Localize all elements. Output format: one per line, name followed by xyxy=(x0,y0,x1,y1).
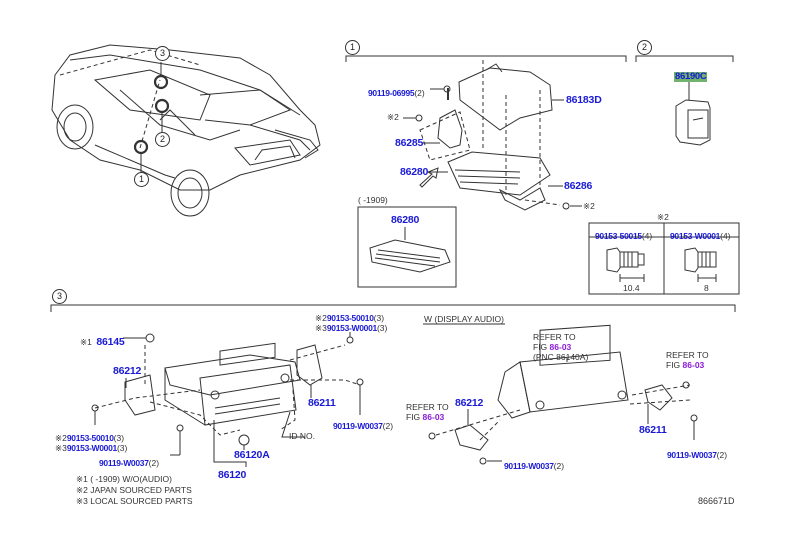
bolt-w0001-drawing xyxy=(684,247,717,282)
part-number[interactable]: 90153-W0001 xyxy=(326,323,377,333)
refer-line: REFER TO xyxy=(533,332,576,342)
note-mark: ※2 xyxy=(315,313,327,323)
callout-90119-w0037-right-bottom[interactable]: 90119-W0037(2) xyxy=(504,457,564,473)
quantity: (3) xyxy=(113,433,125,443)
quantity: (2) xyxy=(716,450,728,460)
notes-legend: ※1 ( -1909) W/O(AUDIO) ※2 JAPAN SOURCED … xyxy=(76,474,193,507)
part-number[interactable]: 90153-50010 xyxy=(66,433,114,443)
callout-86145[interactable]: ※1 86145 xyxy=(80,333,125,349)
inset-date-range: ( -1909) xyxy=(358,195,388,205)
refer-line: REFER TO xyxy=(666,350,709,360)
callout-90119-w0037-right-right[interactable]: 90119-W0037(2) xyxy=(667,446,727,462)
vehicle-callout-3[interactable]: 3 xyxy=(155,46,170,61)
part-number[interactable]: 86145 xyxy=(96,336,125,348)
switch-86190c-drawing xyxy=(675,99,711,146)
vehicle-callout-2[interactable]: 2 xyxy=(155,132,170,147)
legend-note-2: ※2 JAPAN SOURCED PARTS xyxy=(76,485,192,495)
bolt-table-header-1[interactable]: 90153-50015(4) xyxy=(595,227,652,243)
part-86190C[interactable]: 86190C xyxy=(674,71,708,82)
callout-90153-50010-left[interactable]: ※290153-50010(3) xyxy=(55,429,124,445)
refer-to-left[interactable]: REFER TO FIG 86-03 xyxy=(406,402,449,422)
quantity: (4) xyxy=(641,231,653,241)
part-86183D[interactable]: 86183D xyxy=(566,94,602,106)
diagram-id: 866671D xyxy=(698,496,735,506)
part-number[interactable]: 90119-W0037 xyxy=(667,450,717,460)
refer-line: REFER TO xyxy=(406,402,449,412)
bracket-86212-right-drawing xyxy=(454,424,489,451)
quantity: (2) xyxy=(382,421,394,431)
note-mark-2-right: ※2 xyxy=(583,201,595,211)
part-86120A[interactable]: 86120A xyxy=(234,449,270,461)
part-number[interactable]: 90119-W0037 xyxy=(504,461,554,471)
part-86285[interactable]: 86285 xyxy=(395,137,424,149)
section-marker-2: 2 xyxy=(637,40,652,55)
part-86211-right[interactable]: 86211 xyxy=(639,424,667,436)
bolt-dimension-2: 8 xyxy=(704,283,709,293)
callout-90153-w0001-top[interactable]: ※390153-W0001(3) xyxy=(315,319,387,335)
fig-prefix: FIG xyxy=(666,360,683,370)
callout-90119-w0037-left-bottom[interactable]: 90119-W0037(2) xyxy=(99,454,159,470)
part-number[interactable]: 90119-W0037 xyxy=(333,421,383,431)
vehicle-callout-1[interactable]: 1 xyxy=(134,172,149,187)
part-86211-left[interactable]: 86211 xyxy=(308,397,336,409)
bolt-50015-drawing xyxy=(606,247,645,282)
part-number[interactable]: 90153-50010 xyxy=(326,313,374,323)
legend-note-3: ※3 LOCAL SOURCED PARTS xyxy=(76,496,193,506)
fig-link[interactable]: 86-03 xyxy=(549,342,572,352)
note-mark: ※1 xyxy=(80,337,92,347)
refer-to-right[interactable]: REFER TO FIG 86-03 xyxy=(666,350,709,370)
callout-90153-50010-top[interactable]: ※290153-50010(3) xyxy=(315,309,384,325)
legend-note-1: ※1 ( -1909) W/O(AUDIO) xyxy=(76,474,172,484)
bracket-86211-right-drawing xyxy=(644,384,673,411)
part-86212-left[interactable]: 86212 xyxy=(113,365,142,377)
quantity: (3) xyxy=(116,443,128,453)
quantity: (3) xyxy=(376,323,388,333)
variant-label-display-audio: W (DISPLAY AUDIO) xyxy=(424,314,504,324)
amplifier-86280-drawing xyxy=(447,151,551,211)
refer-to-center[interactable]: REFER TO FIG 86-03 (PNC 86140A) xyxy=(533,332,588,362)
part-86212-right[interactable]: 86212 xyxy=(455,397,484,409)
cover-86183d-drawing xyxy=(458,63,553,131)
quantity: (3) xyxy=(373,313,385,323)
part-number[interactable]: 90119-W0037 xyxy=(99,458,149,468)
fig-link[interactable]: 86-03 xyxy=(682,360,705,370)
bolt-dimension-1: 10.4 xyxy=(623,283,640,293)
bracket-86211-left-drawing xyxy=(296,344,323,386)
quantity: (2) xyxy=(553,461,565,471)
fig-link[interactable]: 86-03 xyxy=(422,412,445,422)
part-number[interactable]: 90153-W0001 xyxy=(66,443,117,453)
display-audio-unit-drawing xyxy=(497,324,629,419)
part-86286[interactable]: 86286 xyxy=(564,180,593,192)
inset-amplifier-drawing xyxy=(369,239,451,273)
part-number[interactable]: 90153-W0001 xyxy=(670,231,721,241)
part-86120[interactable]: 86120 xyxy=(218,469,247,481)
part-number[interactable]: 90119-06995 xyxy=(368,88,415,98)
note-mark: ※3 xyxy=(315,323,327,333)
callout-90153-w0001-left[interactable]: ※390153-W0001(3) xyxy=(55,439,127,455)
quantity: (2) xyxy=(414,88,425,98)
part-86280[interactable]: 86280 xyxy=(400,166,429,178)
bracket-86212-left-drawing xyxy=(124,374,156,416)
bolt-table-title: ※2 xyxy=(657,212,669,222)
part-number[interactable]: 90153-50015 xyxy=(595,231,642,241)
callout-90119-06995[interactable]: 90119-06995(2) xyxy=(368,84,425,100)
note-mark-2-left: ※2 xyxy=(387,112,399,122)
inset-part-86280[interactable]: 86280 xyxy=(391,214,420,226)
id-no-label: ID NO. xyxy=(289,431,315,441)
quantity: (4) xyxy=(720,231,731,241)
fig-prefix: FIG xyxy=(406,412,423,422)
quantity: (2) xyxy=(148,458,160,468)
pnc-ref: (PNC 86140A) xyxy=(533,352,589,362)
section-marker-3: 3 xyxy=(52,289,67,304)
section-marker-1: 1 xyxy=(345,40,360,55)
fig-prefix: FIG xyxy=(533,342,550,352)
audio-head-unit-86120-drawing xyxy=(164,342,301,426)
bracket-86285-drawing xyxy=(437,109,463,149)
bolt-table-header-2[interactable]: 90153-W0001(4) xyxy=(670,227,731,243)
note-mark: ※3 xyxy=(55,443,67,453)
callout-90119-w0037-left-right[interactable]: 90119-W0037(2) xyxy=(333,417,393,433)
vehicle-illustration xyxy=(51,44,321,217)
note-mark: ※2 xyxy=(55,433,67,443)
